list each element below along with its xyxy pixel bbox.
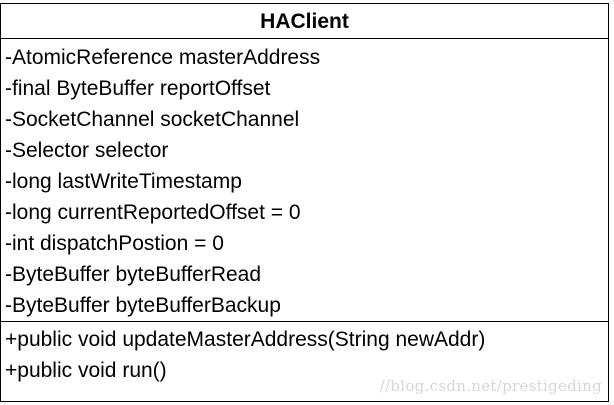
method-run: +public void run() [5,359,167,382]
methods-compartment: +public void updateMasterAddress(String … [1,322,608,386]
attribute-dispatch-postion: -int dispatchPostion = 0 [5,232,224,255]
attribute-socket-channel: -SocketChannel socketChannel [5,108,300,131]
method-update-master-address: +public void updateMasterAddress(String … [5,328,486,351]
attribute-master-address: -AtomicReference masterAddress [5,46,321,69]
attribute-report-offset: -final ByteBuffer reportOffset [5,77,271,100]
class-name: HAClient [1,4,608,39]
attributes-compartment: -AtomicReference masterAddress -final By… [1,39,608,322]
attribute-selector: -Selector selector [5,139,169,162]
uml-class-box: HAClient -AtomicReference masterAddress … [0,3,609,402]
attribute-byte-buffer-read: -ByteBuffer byteBufferRead [5,263,262,286]
attribute-current-reported-offset: -long currentReportedOffset = 0 [5,201,301,224]
attribute-last-write-timestamp: -long lastWriteTimestamp [5,170,242,193]
attribute-byte-buffer-backup: -ByteBuffer byteBufferBackup [5,294,281,317]
watermark: //blog.csdn.net/prestigeding [379,377,602,395]
